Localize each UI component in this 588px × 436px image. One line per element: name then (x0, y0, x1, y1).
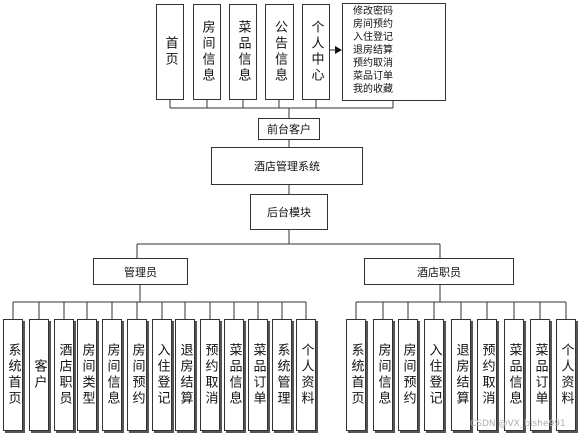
staff-item-2-label: 房间信息 (375, 343, 391, 407)
admin-item-10: 菜品信息 (224, 319, 244, 431)
admin-item-7-label: 入住登记 (154, 343, 170, 407)
admin-item-2: 客户 (29, 319, 49, 431)
admin-item-9-label: 预约取消 (202, 343, 218, 407)
admin-item-8-label: 退房结算 (177, 343, 193, 407)
admin-item-4-label: 房间类型 (79, 343, 95, 407)
admin-item-2-label: 客户 (31, 359, 47, 391)
staff-item-3: 房间预约 (398, 319, 418, 431)
staff-item-8-label: 菜品订单 (532, 343, 548, 407)
note-line: 修改密码 (353, 6, 393, 17)
backend-box-label: 后台模块 (267, 206, 311, 219)
admin-box-label: 管理员 (124, 265, 157, 279)
admin-item-13: 个人资料 (296, 319, 316, 431)
top-item-4-label: 公告信息 (272, 20, 287, 84)
top-item-2: 房间信息 (193, 4, 221, 100)
admin-item-3: 酒店职员 (54, 319, 74, 431)
backend-box: 后台模块 (250, 194, 328, 230)
admin-item-4: 房间类型 (77, 319, 97, 431)
staff-item-2: 房间信息 (373, 319, 393, 431)
watermark: CSDN @VX_bishe991 (470, 419, 566, 429)
system-box: 酒店管理系统 (211, 147, 363, 185)
note-line: 预约取消 (353, 58, 393, 69)
admin-item-8: 退房结算 (175, 319, 195, 431)
top-item-1-label: 首页 (162, 36, 178, 68)
staff-item-7-label: 菜品信息 (506, 343, 522, 407)
system-box-label: 酒店管理系统 (254, 160, 320, 173)
staff-item-3-label: 房间预约 (400, 343, 416, 407)
staff-item-9: 个人资料 (556, 319, 576, 431)
staff-item-4: 入住登记 (424, 319, 444, 431)
note-line: 房间预约 (353, 19, 393, 30)
frontend-client-box-label: 前台客户 (267, 123, 311, 136)
top-item-4: 公告信息 (265, 4, 294, 100)
staff-box-label: 酒店职员 (417, 265, 461, 279)
staff-item-4-label: 入住登记 (426, 343, 442, 407)
staff-item-9-label: 个人资料 (558, 343, 574, 407)
admin-item-11-label: 菜品订单 (250, 343, 266, 407)
note-line: 入住登记 (353, 32, 393, 43)
staff-item-8: 菜品订单 (530, 319, 550, 431)
top-item-5: 个人中心 (302, 4, 330, 100)
top-item-5-label: 个人中心 (308, 20, 324, 84)
top-item-3: 菜品信息 (229, 4, 257, 100)
staff-item-1: 系统首页 (346, 319, 366, 431)
admin-item-12-label: 系统管理 (274, 343, 290, 407)
staff-item-6-label: 预约取消 (479, 343, 495, 407)
admin-item-12: 系统管理 (272, 319, 292, 431)
admin-item-3-label: 酒店职员 (56, 343, 72, 407)
staff-box: 酒店职员 (364, 258, 514, 285)
top-item-2-label: 房间信息 (199, 20, 215, 84)
staff-item-6: 预约取消 (477, 319, 497, 431)
admin-item-6: 房间预约 (127, 319, 147, 431)
admin-item-5-label: 房间信息 (104, 343, 120, 407)
admin-item-9: 预约取消 (200, 319, 220, 431)
admin-item-1: 系统首页 (3, 319, 23, 431)
admin-item-5: 房间信息 (102, 319, 122, 431)
top-item-1: 首页 (156, 4, 184, 100)
admin-item-10-label: 菜品信息 (226, 343, 242, 407)
admin-item-13-label: 个人资料 (298, 343, 314, 407)
admin-item-6-label: 房间预约 (129, 343, 145, 407)
top-item-3-label: 菜品信息 (235, 20, 251, 84)
staff-item-7: 菜品信息 (504, 319, 524, 431)
admin-item-11: 菜品订单 (248, 319, 268, 431)
frontend-client-box: 前台客户 (258, 118, 320, 140)
note-line: 我的收藏 (353, 84, 393, 95)
admin-item-1-label: 系统首页 (5, 343, 21, 407)
admin-item-7: 入住登记 (152, 319, 172, 431)
note-line: 菜品订单 (353, 71, 393, 82)
staff-item-5-label: 退房结算 (453, 343, 469, 407)
staff-item-5: 退房结算 (451, 319, 471, 431)
admin-box: 管理员 (93, 258, 188, 285)
note-arrow-head (335, 46, 342, 54)
personal-center-note: 修改密码房间预约入住登记退房结算预约取消菜品订单我的收藏 (342, 3, 446, 101)
note-line: 退房结算 (353, 45, 393, 56)
staff-item-1-label: 系统首页 (348, 343, 364, 407)
